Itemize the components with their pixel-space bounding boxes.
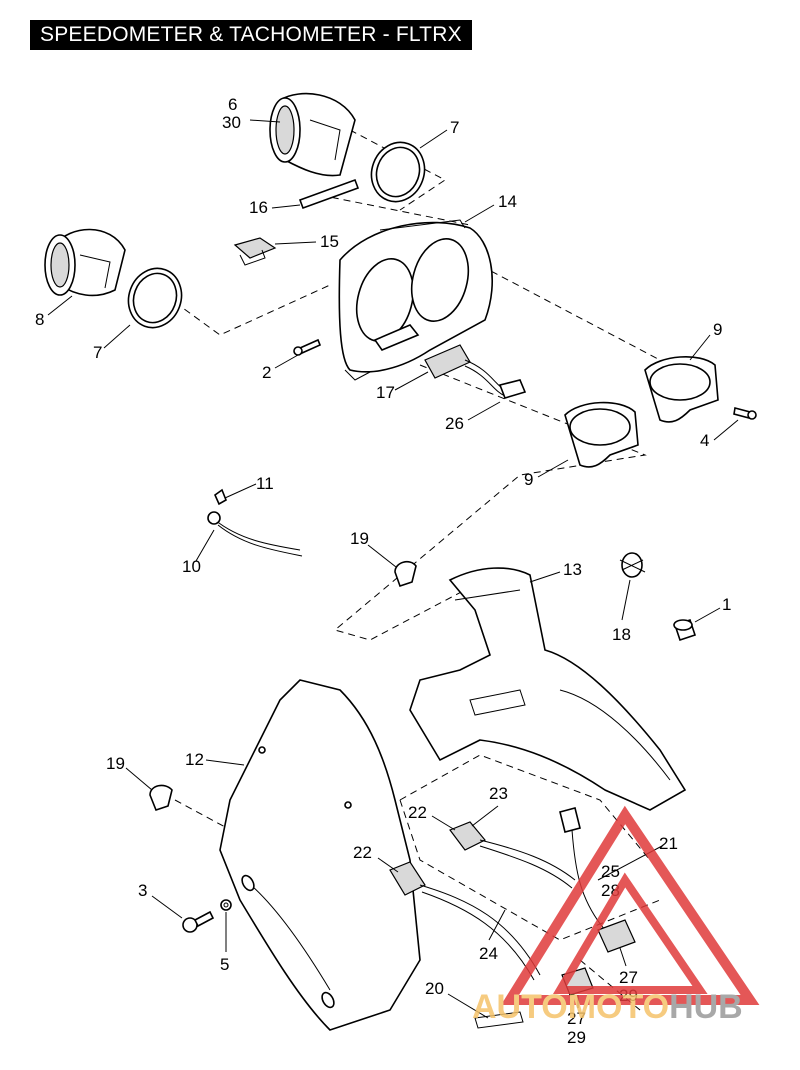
- callout-7-top: 7: [450, 118, 459, 137]
- callout-9-right: 9: [713, 320, 722, 339]
- watermark-triangle-outer: [501, 805, 760, 1005]
- wiring-harness: [389, 807, 636, 1029]
- callout-16: 16: [249, 198, 268, 217]
- bracket-lower: [564, 401, 639, 468]
- cover-upper: [409, 567, 687, 811]
- clip-19-lower: [149, 784, 173, 811]
- watermark-logo: AUTOMOTOHUB: [472, 805, 760, 1026]
- callout-26: 26: [445, 414, 464, 433]
- callout-18: 18: [612, 625, 631, 644]
- connector-harness: [424, 344, 527, 399]
- cover-lower: [219, 679, 421, 1031]
- watermark-text-auto: AUTOMOTO: [472, 988, 669, 1026]
- callout-24: 24: [479, 944, 498, 963]
- strip: [298, 178, 360, 210]
- callout-labels: 6 30 7 16 14 15 8 7 2 17 26 9 4 9 11 10 …: [35, 95, 731, 1047]
- callout-27-upper: 27: [619, 968, 638, 987]
- watermark-triangle-inner: [552, 872, 708, 994]
- page-title: SPEEDOMETER & TACHOMETER - FLTRX: [30, 20, 472, 50]
- callout-11: 11: [256, 474, 274, 493]
- ring-top: [370, 141, 426, 203]
- screw-washer: [182, 899, 232, 933]
- callout-14: 14: [498, 192, 517, 211]
- callout-30: 30: [222, 113, 241, 132]
- callout-25: 25: [601, 862, 620, 881]
- watermark-text-hub: HUB: [669, 988, 743, 1026]
- clip: [233, 237, 277, 266]
- callout-29-lower: 29: [567, 1028, 586, 1047]
- wire-bulb: [207, 488, 303, 557]
- ring-left: [127, 267, 183, 329]
- callout-21: 21: [659, 834, 678, 853]
- screw-2: [293, 338, 322, 356]
- callout-10: 10: [182, 557, 201, 576]
- callout-1: 1: [722, 595, 731, 614]
- callout-23: 23: [489, 784, 508, 803]
- callout-22-lower: 22: [353, 843, 372, 862]
- screw-4: [733, 407, 757, 420]
- callout-3: 3: [138, 881, 147, 900]
- callout-15: 15: [320, 232, 339, 251]
- callout-8: 8: [35, 310, 44, 329]
- push-pin: [673, 618, 697, 642]
- callout-6: 6: [228, 95, 237, 114]
- bracket-right: [644, 356, 719, 423]
- callout-9-lower: 9: [524, 470, 533, 489]
- gauge-housing: [338, 219, 493, 381]
- callout-19-upper: 19: [350, 529, 369, 548]
- spring-clip: [619, 552, 646, 578]
- callout-5: 5: [220, 955, 229, 974]
- callout-22-upper: 22: [408, 803, 427, 822]
- callout-2: 2: [262, 363, 271, 382]
- callout-27-lower: 27: [567, 1009, 586, 1028]
- callout-7-left: 7: [93, 343, 102, 362]
- callout-17: 17: [376, 383, 395, 402]
- clip-19-upper: [394, 560, 417, 588]
- gauge-top: [269, 92, 356, 177]
- callout-19-lower: 19: [106, 754, 125, 773]
- callout-13: 13: [563, 560, 582, 579]
- callout-20: 20: [425, 979, 444, 998]
- callout-4: 4: [700, 431, 709, 450]
- gauge-left: [44, 228, 126, 297]
- callout-12: 12: [185, 750, 204, 769]
- watermark-text: AUTOMOTOHUB: [472, 988, 743, 1026]
